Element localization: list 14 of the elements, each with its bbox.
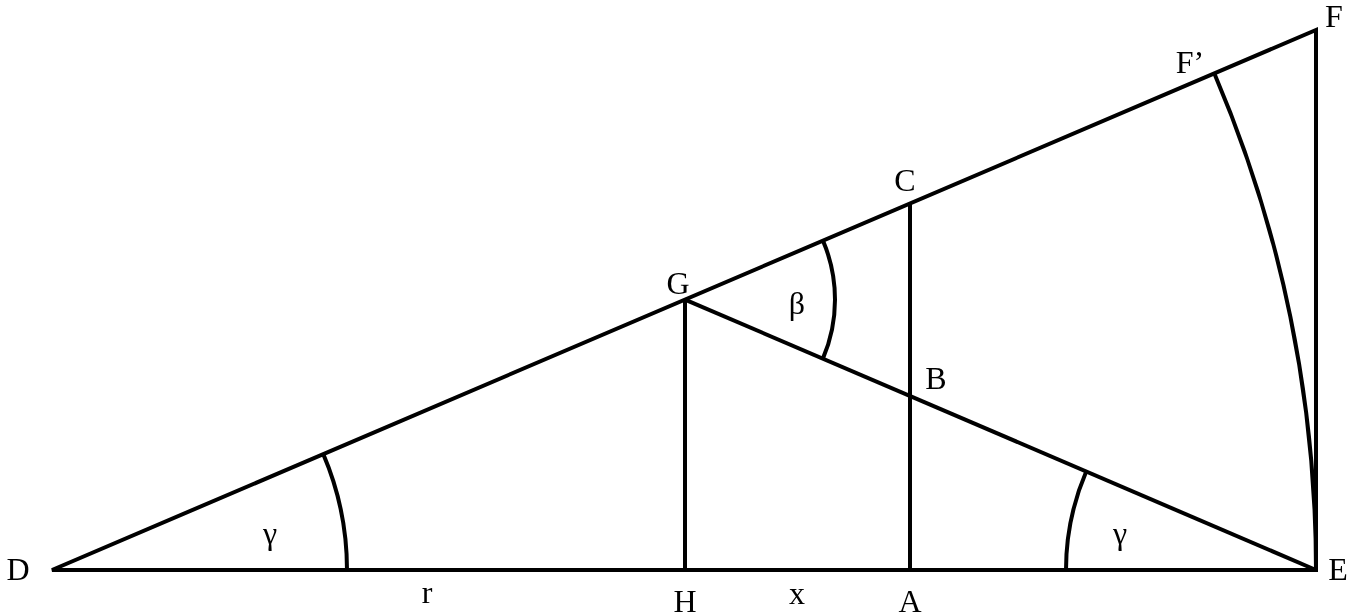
point-label: F [1325,0,1343,32]
length-label: r [421,576,433,608]
point-label: E [1328,553,1348,585]
angle-label: γ [262,517,278,549]
point-label: C [894,164,916,196]
point-label: F’ [1175,46,1205,78]
point-label: G [666,267,690,299]
point-label: B [925,362,947,394]
point-label: A [898,585,922,615]
point-label: D [6,553,30,585]
angle-label: β [788,287,806,319]
length-label: x [789,577,805,609]
angle-label: γ [1112,517,1128,549]
point-label: H [673,585,697,615]
